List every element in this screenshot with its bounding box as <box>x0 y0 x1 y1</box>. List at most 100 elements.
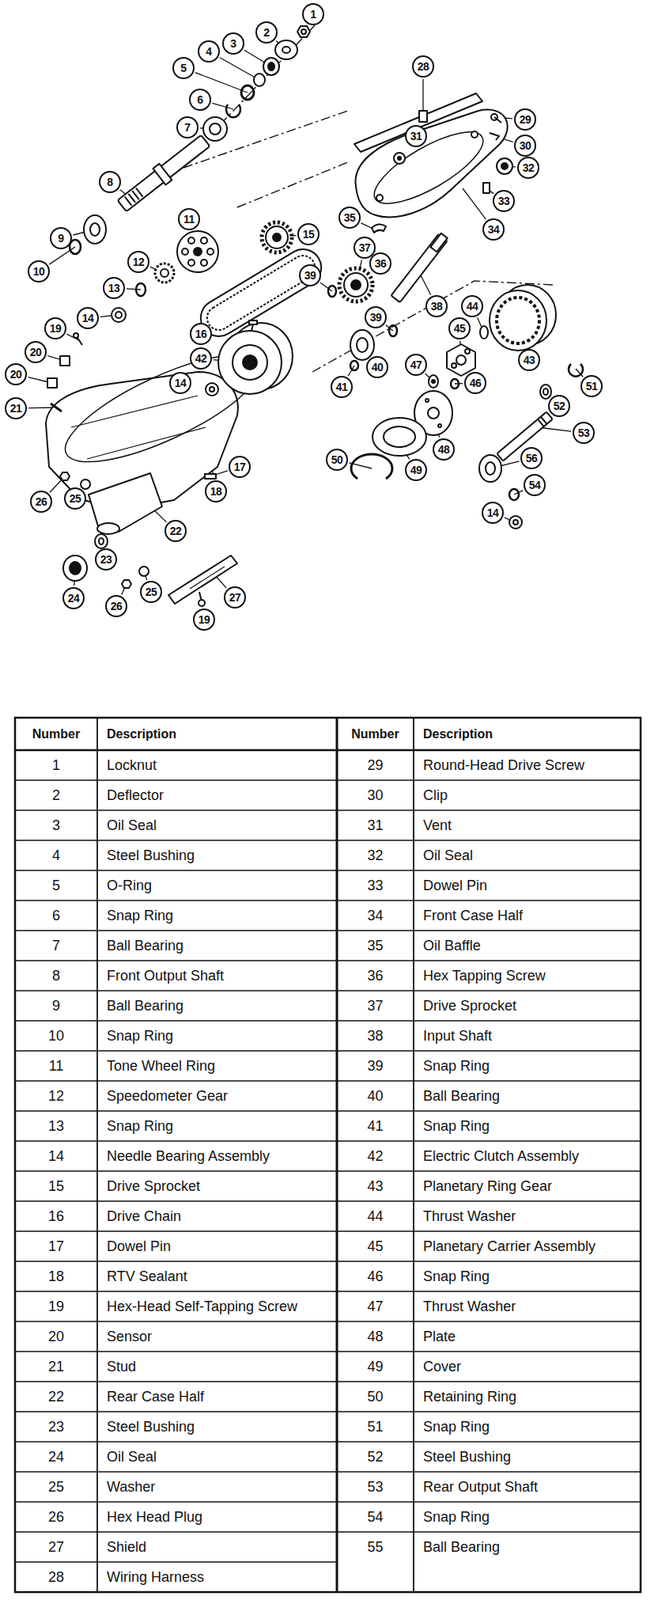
table-rule <box>15 869 337 871</box>
table-rule <box>15 1199 337 1202</box>
table-cell: Ball Bearing <box>413 1080 641 1111</box>
callout-number: 48 <box>432 438 455 461</box>
oil-baffle <box>371 223 386 233</box>
tone-wheel <box>200 237 208 244</box>
table-cell: 31 <box>336 809 414 840</box>
table-cell: Cover <box>413 1350 641 1381</box>
table-cell: 51 <box>336 1410 414 1441</box>
callout-number: 26 <box>30 490 53 513</box>
oil-seal <box>268 62 275 71</box>
table-cell: Tone Wheel Ring <box>97 1050 337 1081</box>
table-rule <box>15 748 641 752</box>
ring-gear <box>496 297 540 344</box>
table-cell: Planetary Ring Gear <box>413 1170 641 1201</box>
callout-number: 20 <box>4 363 27 386</box>
table-cell: 44 <box>336 1200 414 1231</box>
deflector <box>275 40 298 60</box>
table-border <box>15 717 641 1592</box>
screw <box>491 113 502 123</box>
table-cell: 46 <box>336 1260 414 1291</box>
table-cell: Snap Ring <box>413 1410 641 1441</box>
callout-number: 33 <box>492 189 515 212</box>
drive-sprocket <box>265 226 288 249</box>
snap-ring <box>568 363 583 377</box>
table-rule <box>15 1350 337 1352</box>
bushing <box>253 73 265 87</box>
drive-chain <box>202 250 319 334</box>
plug <box>121 579 132 588</box>
oil-seal <box>263 57 280 76</box>
oil-seal <box>69 561 81 575</box>
callout-number: 4 <box>197 40 220 63</box>
table-cell: 34 <box>336 900 414 931</box>
planetary-carrier <box>465 348 470 354</box>
bushing <box>543 388 549 395</box>
front-output-shaft <box>124 196 133 206</box>
callout-number: 14 <box>76 306 99 329</box>
cover <box>372 417 427 456</box>
needle-bearing <box>509 515 522 529</box>
callout-number: 14 <box>169 371 192 394</box>
table-cell: RTV Sealant <box>97 1260 337 1291</box>
planetary-carrier <box>456 355 466 365</box>
speedometer-gear <box>155 263 174 283</box>
callout-number: 20 <box>24 340 47 364</box>
vent <box>393 152 405 164</box>
leader-line <box>211 102 234 110</box>
electric-clutch <box>251 324 254 331</box>
table-rule <box>412 717 415 1592</box>
callout-number: 53 <box>572 421 595 444</box>
table-cell: Drive Sprocket <box>97 1170 337 1201</box>
ball-bearing <box>479 454 502 482</box>
table-header: Description <box>97 717 337 750</box>
table-cell: Drive Chain <box>97 1200 337 1231</box>
vent <box>397 156 401 160</box>
locknut <box>297 26 311 38</box>
table-cell: Sensor <box>97 1320 337 1351</box>
rear-case-half <box>71 395 206 459</box>
cover <box>372 417 427 456</box>
callout-number: 43 <box>518 348 541 371</box>
needle-bearing <box>205 382 219 396</box>
snap-ring <box>509 488 519 500</box>
leader-line <box>219 57 260 80</box>
table-cell: 30 <box>336 779 414 810</box>
table-cell: Drive Sprocket <box>413 990 641 1021</box>
table-cell: Front Output Shaft <box>97 960 337 991</box>
table-rule <box>15 1470 337 1472</box>
table-cell: 45 <box>336 1230 414 1261</box>
table-cell: Retaining Ring <box>413 1380 641 1411</box>
table-cell: 10 <box>15 1020 98 1051</box>
thrust-washer <box>428 374 439 388</box>
snap-ring <box>136 283 146 296</box>
needle-bearing <box>205 382 219 396</box>
ball-bearing <box>203 117 227 141</box>
table-rule <box>336 1350 641 1352</box>
speedometer-gear <box>160 268 169 277</box>
callout-number: 24 <box>62 586 85 609</box>
washer <box>80 479 91 489</box>
front-output-shaft <box>152 163 172 186</box>
callout-number: 14 <box>481 501 504 524</box>
table-rule <box>336 1470 641 1472</box>
table-cell: Snap Ring <box>413 1110 641 1141</box>
table-rule <box>15 1560 337 1562</box>
callout-number: 29 <box>514 108 537 131</box>
table-cell: 43 <box>336 1170 414 1201</box>
screw <box>73 332 79 338</box>
needle-bearing <box>509 515 522 529</box>
table-cell: Snap Ring <box>97 1020 337 1051</box>
table-cell: Oil Baffle <box>413 930 641 961</box>
front-case-half <box>376 194 383 201</box>
table-cell: 18 <box>15 1260 98 1291</box>
ball-bearing <box>83 215 106 244</box>
callout-number: 22 <box>164 519 187 542</box>
table-rule <box>15 1410 337 1412</box>
ball-bearing <box>350 329 375 360</box>
table-cell: Snap Ring <box>413 1050 641 1081</box>
table-rule <box>15 1049 337 1052</box>
o-ring <box>241 85 254 100</box>
callout-number: 49 <box>404 458 428 481</box>
table-rule <box>336 839 641 841</box>
